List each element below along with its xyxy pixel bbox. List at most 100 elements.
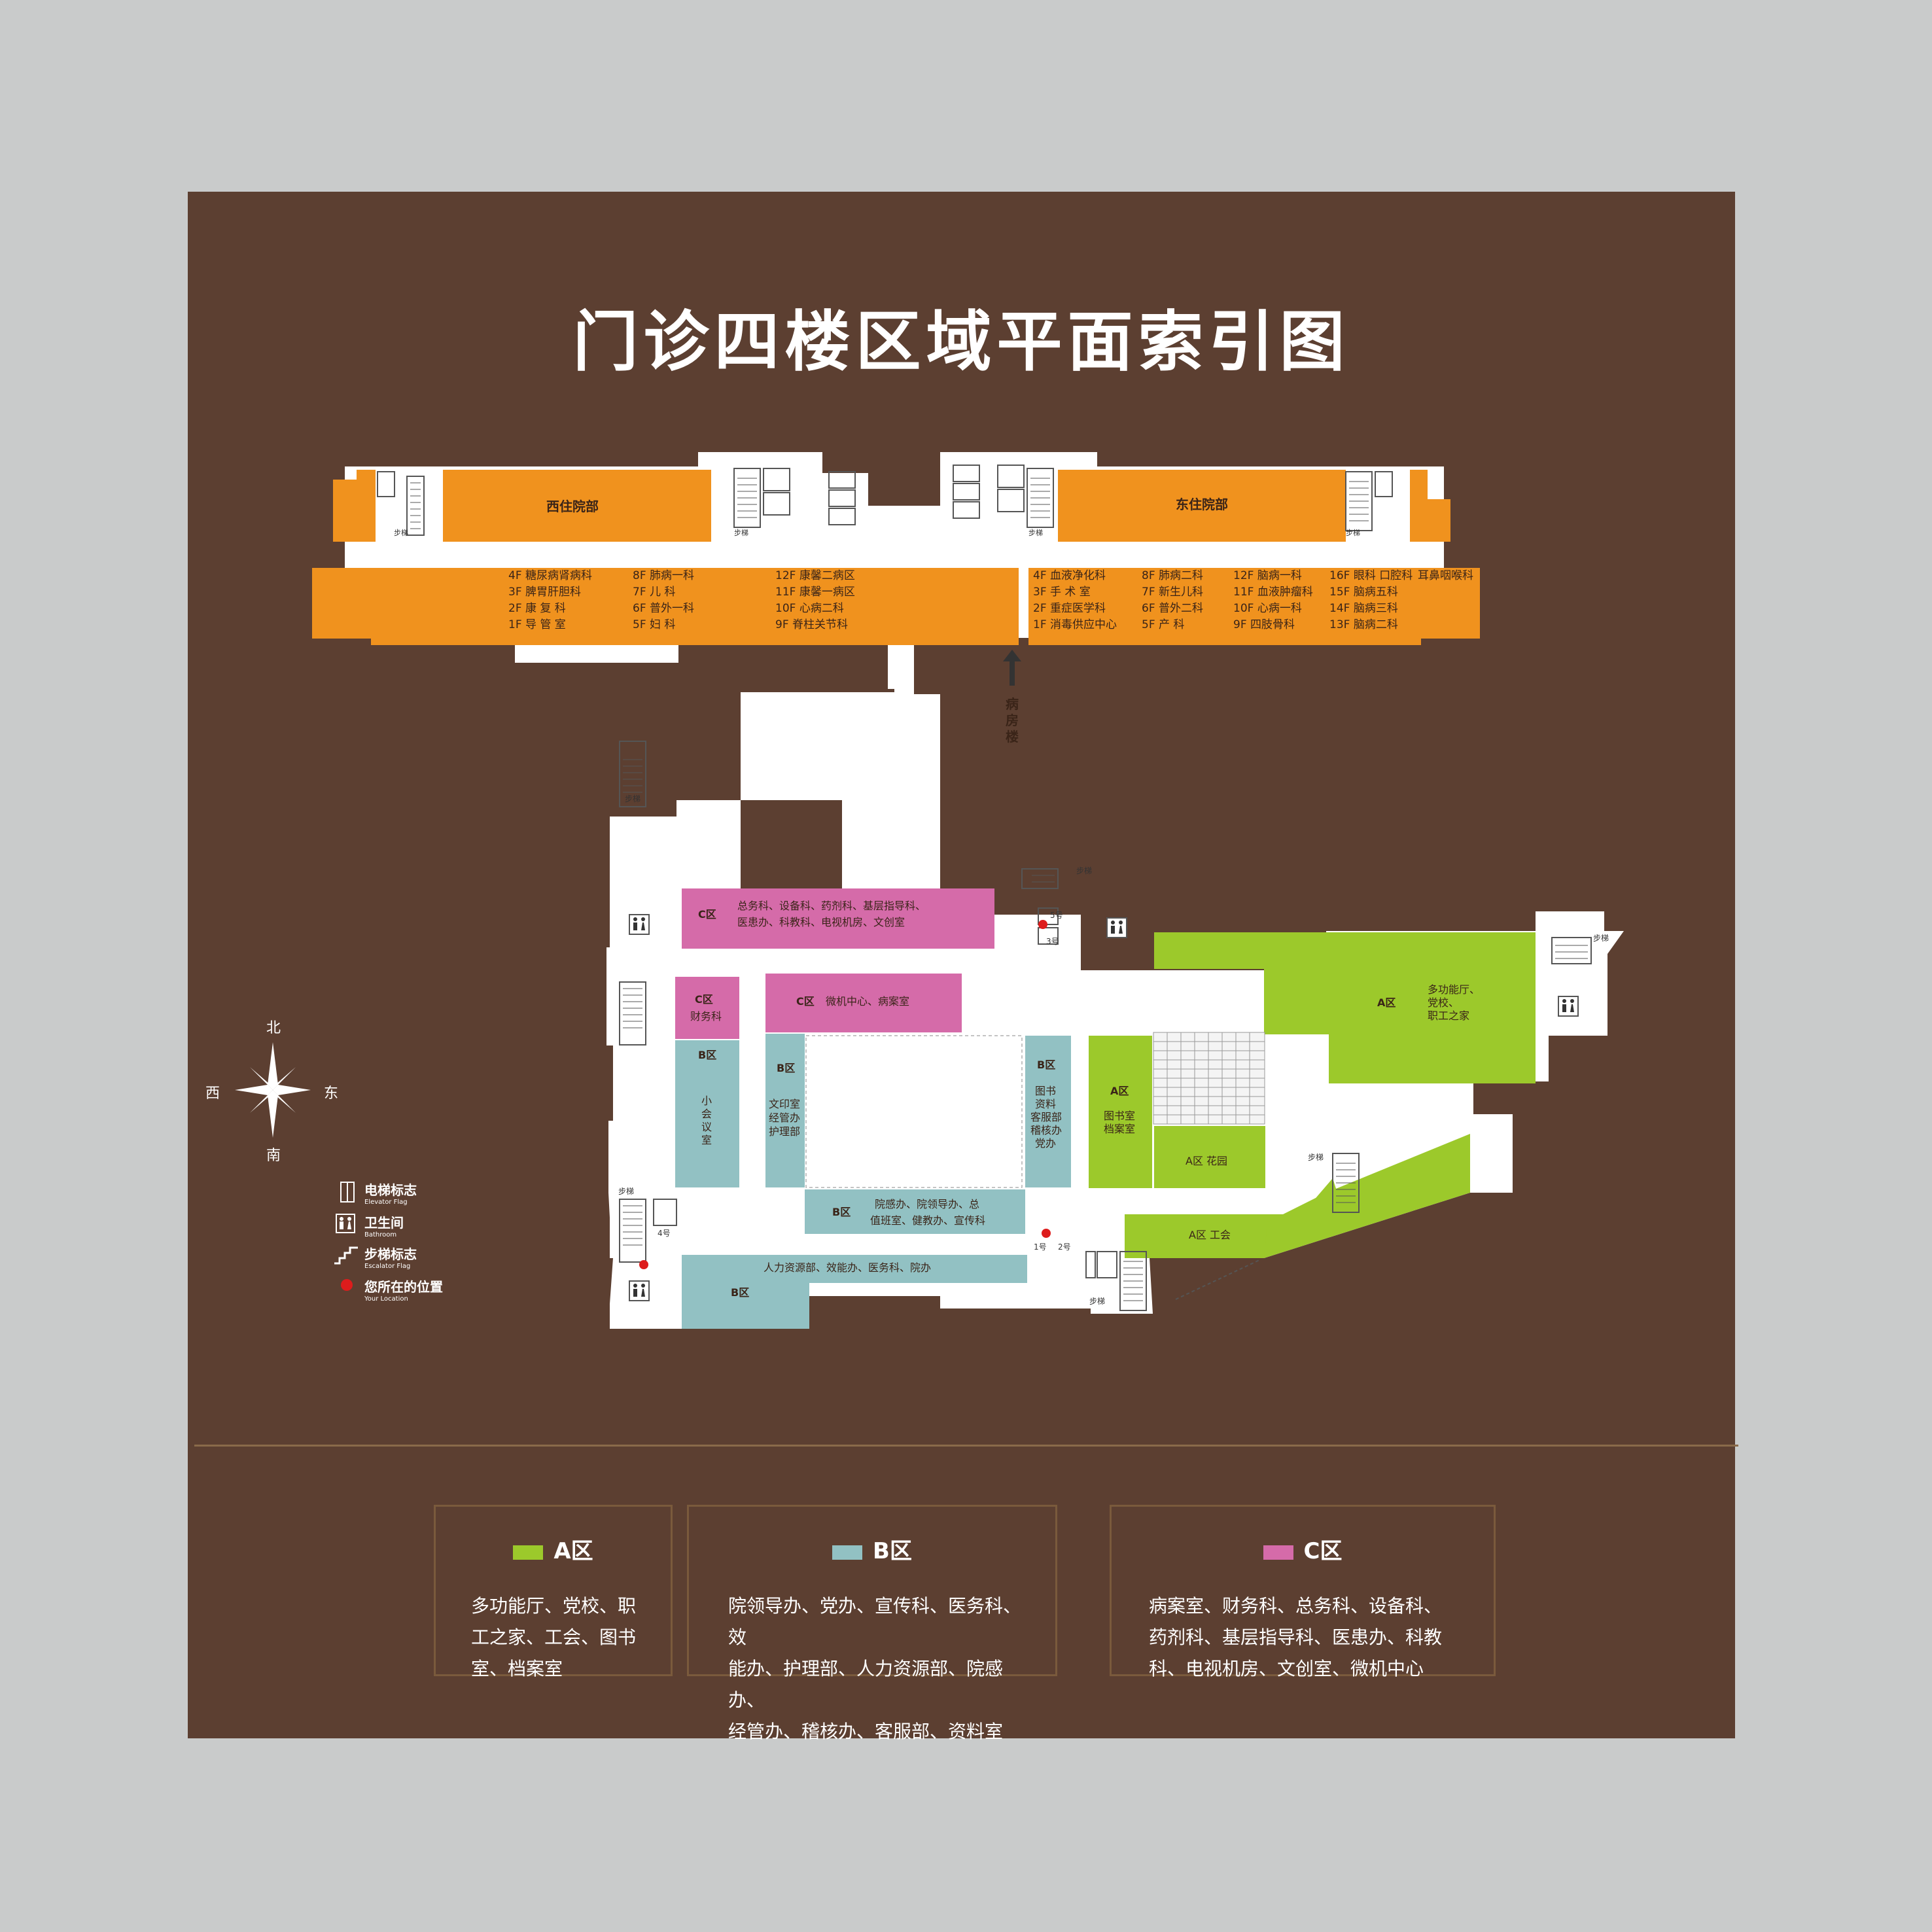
ward-building-char: 病 xyxy=(1006,696,1019,712)
legend-line: 院领导办、党办、宣传科、医务科、效 xyxy=(728,1595,1022,1648)
zone-b-library-text: 图书 xyxy=(1035,1085,1056,1097)
zone-b-hr-tag: B区 xyxy=(731,1286,749,1299)
stairs-icon xyxy=(334,1246,358,1265)
legend-zone-b: B区 院领导办、党办、宣传科、医务科、效 能办、护理部、人力资源部、院感办、 经… xyxy=(687,1505,1057,1742)
east-directory-block xyxy=(1028,568,1480,639)
zone-a-multipurpose[interactable] xyxy=(1154,932,1536,1083)
compass-north: 北 xyxy=(266,1020,281,1036)
legend-line: 能办、护理部、人力资源部、院感办、 xyxy=(728,1658,1004,1711)
compass-west: 西 xyxy=(205,1085,220,1102)
dir-cell: 14F 脑病三科 xyxy=(1329,602,1398,615)
zone-c-computer-tag: C区 xyxy=(796,995,815,1008)
zone-b-print-text: 护理部 xyxy=(769,1125,800,1138)
stair-label: 步梯 xyxy=(1346,529,1360,537)
east-directory: 4F 血液净化科 8F 肺病二科 12F 脑病一科 16F 眼科 口腔科 耳鼻咽… xyxy=(1033,569,1473,631)
legend-heading: C区 xyxy=(1112,1533,1494,1565)
stair-label: 步梯 xyxy=(625,794,641,803)
zone-b-swatch xyxy=(832,1545,863,1560)
dir-cell: 5F 妇 科 xyxy=(633,618,675,631)
dir-cell: 16F 眼科 口腔科 xyxy=(1329,569,1413,582)
zone-c-admin[interactable] xyxy=(682,888,994,949)
legend-line: 科、电视机房、文创室、微机中心 xyxy=(1149,1658,1424,1679)
dir-cell: 3F 脾胃肝胆科 xyxy=(508,586,581,599)
key-bathroom: 卫生间 Bathroom xyxy=(336,1212,404,1238)
west-ward-label: 西住院部 xyxy=(546,499,599,514)
legend-line: 工之家、工会、图书 xyxy=(471,1626,637,1648)
zone-a-union[interactable] xyxy=(1125,1178,1337,1258)
zone-b-hr[interactable] xyxy=(682,1255,1027,1329)
legend-heading: B区 xyxy=(689,1533,1055,1565)
zone-b-library[interactable] xyxy=(1025,1036,1071,1187)
zone-a-archive[interactable] xyxy=(1089,1036,1152,1188)
floor-escalator-treads xyxy=(623,759,1588,1301)
floor-plan: 步梯 步梯 步梯 步梯 西住院部 东住院部 4F 糖尿病肾病科 8F 肺病一科 … xyxy=(312,452,1624,1329)
legend-line: 室、档案室 xyxy=(471,1658,563,1679)
elevator-number: 1号 xyxy=(1034,1242,1047,1252)
restroom-icon xyxy=(1558,996,1579,1017)
stair-label: 步梯 xyxy=(1593,934,1609,943)
zone-a-garden[interactable] xyxy=(1154,1126,1265,1188)
west-directory-lip xyxy=(371,639,1019,645)
arrow-up-icon xyxy=(1003,650,1021,686)
stair-label: 步梯 xyxy=(1089,1297,1105,1306)
zone-a-swatch xyxy=(513,1545,544,1560)
zone-b-hr-text: 人力资源部、效能办、医务科、院办 xyxy=(764,1261,931,1274)
legend-title: C区 xyxy=(1303,1538,1343,1564)
zone-a-multipurpose-text: 多功能厅、 xyxy=(1428,983,1480,996)
elevator-number: 5号 xyxy=(1050,911,1063,920)
legend-line: 药剂科、基层指导科、医患办、科教 xyxy=(1149,1626,1443,1648)
dir-cell: 2F 康 复 科 xyxy=(508,602,566,615)
stair-label: 步梯 xyxy=(394,529,408,537)
legend-zone-c: C区 病案室、财务科、总务科、设备科、 药剂科、基层指导科、医患办、科教 科、电… xyxy=(1110,1505,1496,1679)
compass-south: 南 xyxy=(266,1148,281,1164)
elevator-number: 3号 xyxy=(1046,937,1059,946)
stair-label: 步梯 xyxy=(1028,529,1043,537)
dir-cell: 4F 血液净化科 xyxy=(1033,569,1106,582)
map-board: 门诊四楼区域平面索引图 xyxy=(188,192,1738,1742)
east-directory-lip xyxy=(1028,639,1421,645)
stair-label: 步梯 xyxy=(734,529,748,537)
zone-b-meeting[interactable] xyxy=(675,1040,739,1187)
zone-b-meeting-text: 室 xyxy=(701,1134,712,1146)
zone-b-print-text: 文印室 xyxy=(769,1098,800,1110)
legend-heading: A区 xyxy=(436,1533,671,1565)
courtyard-void xyxy=(805,1035,1023,1188)
dir-cell: 6F 普外二科 xyxy=(1142,602,1203,615)
compass-rose-icon xyxy=(235,1042,311,1138)
zone-c-finance[interactable] xyxy=(675,977,739,1039)
stair-label: 步梯 xyxy=(1076,866,1092,875)
dir-cell: 1F 消毒供应中心 xyxy=(1033,618,1117,631)
legend-zone-a: A区 多功能厅、党校、职 工之家、工会、图书 室、档案室 xyxy=(434,1505,673,1679)
legend-body: 病案室、财务科、总务科、设备科、 药剂科、基层指导科、医患办、科教 科、电视机房… xyxy=(1149,1590,1467,1685)
zone-a-union-extension[interactable] xyxy=(1264,1134,1470,1258)
zone-b-print[interactable] xyxy=(765,1034,805,1187)
location-dot-icon xyxy=(1038,920,1047,929)
zone-b-admin[interactable] xyxy=(805,1189,1025,1234)
zone-b-print-tag: B区 xyxy=(777,1062,795,1074)
garden-grid xyxy=(1153,1032,1265,1125)
key-stairs: 步梯标志 Escalator Flag xyxy=(334,1244,417,1270)
dir-cell: 6F 普外一科 xyxy=(633,602,694,615)
zone-b-meeting-tag: B区 xyxy=(698,1049,716,1061)
escalator-treads xyxy=(410,478,1369,529)
key-label: 您所在的位置 xyxy=(364,1279,443,1295)
east-ward-label: 东住院部 xyxy=(1176,497,1228,512)
zone-c-finance-tag: C区 xyxy=(695,993,713,1006)
dir-cell: 12F 康馨二病区 xyxy=(775,569,855,582)
zone-c-computer-text: 微机中心、病案室 xyxy=(826,995,909,1008)
zone-c-computer[interactable] xyxy=(765,974,962,1032)
zone-a-union-text: A区 工会 xyxy=(1189,1229,1231,1241)
location-dot-icon xyxy=(639,1260,648,1269)
dir-cell: 9F 四肢骨科 xyxy=(1233,618,1295,631)
union-dashed-edge xyxy=(1175,1259,1261,1300)
dir-cell: 5F 产 科 xyxy=(1142,618,1184,631)
restroom-icon xyxy=(336,1214,355,1233)
zone-a-archive-text: 图书室 xyxy=(1104,1110,1135,1122)
dir-cell: 8F 肺病一科 xyxy=(633,569,694,582)
dir-cell: 15F 脑病五科 xyxy=(1329,586,1398,599)
legend-title: B区 xyxy=(873,1538,912,1564)
stair-label: 步梯 xyxy=(1308,1153,1324,1162)
dir-cell: 8F 肺病二科 xyxy=(1142,569,1203,582)
zone-b-meeting-text: 议 xyxy=(701,1121,712,1133)
dir-cell: 1F 导 管 室 xyxy=(508,618,566,631)
